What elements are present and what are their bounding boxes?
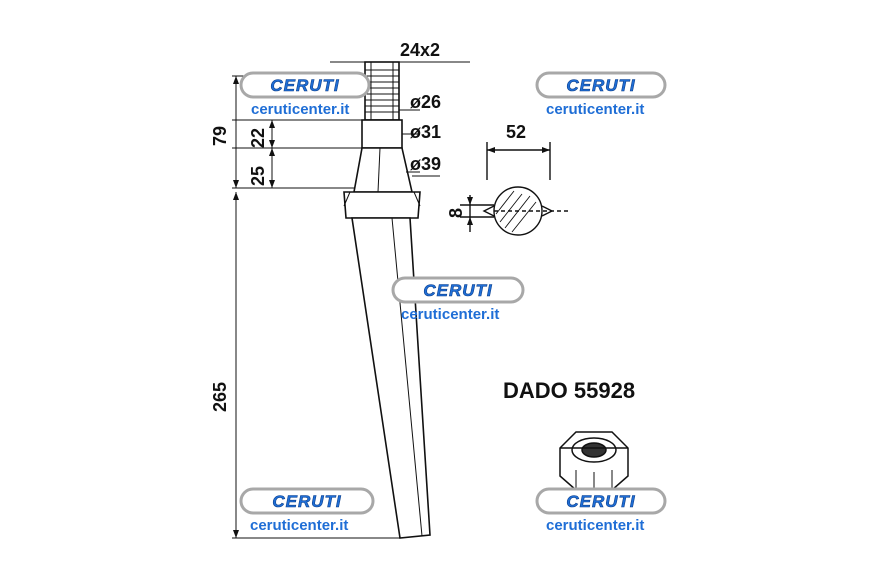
section-hatch <box>495 190 537 233</box>
dimension-arrows <box>233 76 275 538</box>
watermark-url: ceruticenter.it <box>250 517 348 534</box>
watermark-top-right: CERUTI ceruticenter.it <box>535 71 667 118</box>
watermark-brand: CERUTI <box>566 76 636 95</box>
watermark-url: ceruticenter.it <box>546 517 644 534</box>
watermark-brand: CERUTI <box>423 281 493 300</box>
part-label: DADO 55928 <box>503 378 635 403</box>
thread-lines <box>365 62 399 120</box>
watermark-url: ceruticenter.it <box>401 306 499 323</box>
watermark-center: CERUTI ceruticenter.it <box>391 276 525 323</box>
thread-size-label: 24x2 <box>400 40 440 60</box>
section-arrows <box>467 147 550 225</box>
watermark-bottom-right: CERUTI ceruticenter.it <box>535 487 667 534</box>
diameter-26-label: ø26 <box>410 92 441 112</box>
length-79-label: 79 <box>210 126 230 146</box>
width-52-label: 52 <box>506 122 526 142</box>
threaded-stud <box>364 61 400 121</box>
length-22-label: 22 <box>248 128 268 148</box>
thickness-8-label: 8 <box>446 208 466 218</box>
watermark-url: ceruticenter.it <box>251 101 349 118</box>
watermark-brand: CERUTI <box>272 492 342 511</box>
cone <box>353 147 414 193</box>
watermark-bottom-left: CERUTI ceruticenter.it <box>239 487 375 534</box>
nut-drawing <box>559 431 629 491</box>
shoulder <box>361 119 403 149</box>
length-25-label: 25 <box>248 166 268 186</box>
watermark-brand: CERUTI <box>270 76 340 95</box>
length-265-label: 265 <box>210 382 230 412</box>
collar <box>343 191 421 219</box>
diameter-31-label: ø31 <box>410 122 441 142</box>
watermark-url: ceruticenter.it <box>546 101 644 118</box>
cross-section <box>460 142 570 236</box>
watermark-brand: CERUTI <box>566 492 636 511</box>
diameter-39-label: ø39 <box>410 154 441 174</box>
watermark-top-left: CERUTI ceruticenter.it <box>239 71 371 118</box>
